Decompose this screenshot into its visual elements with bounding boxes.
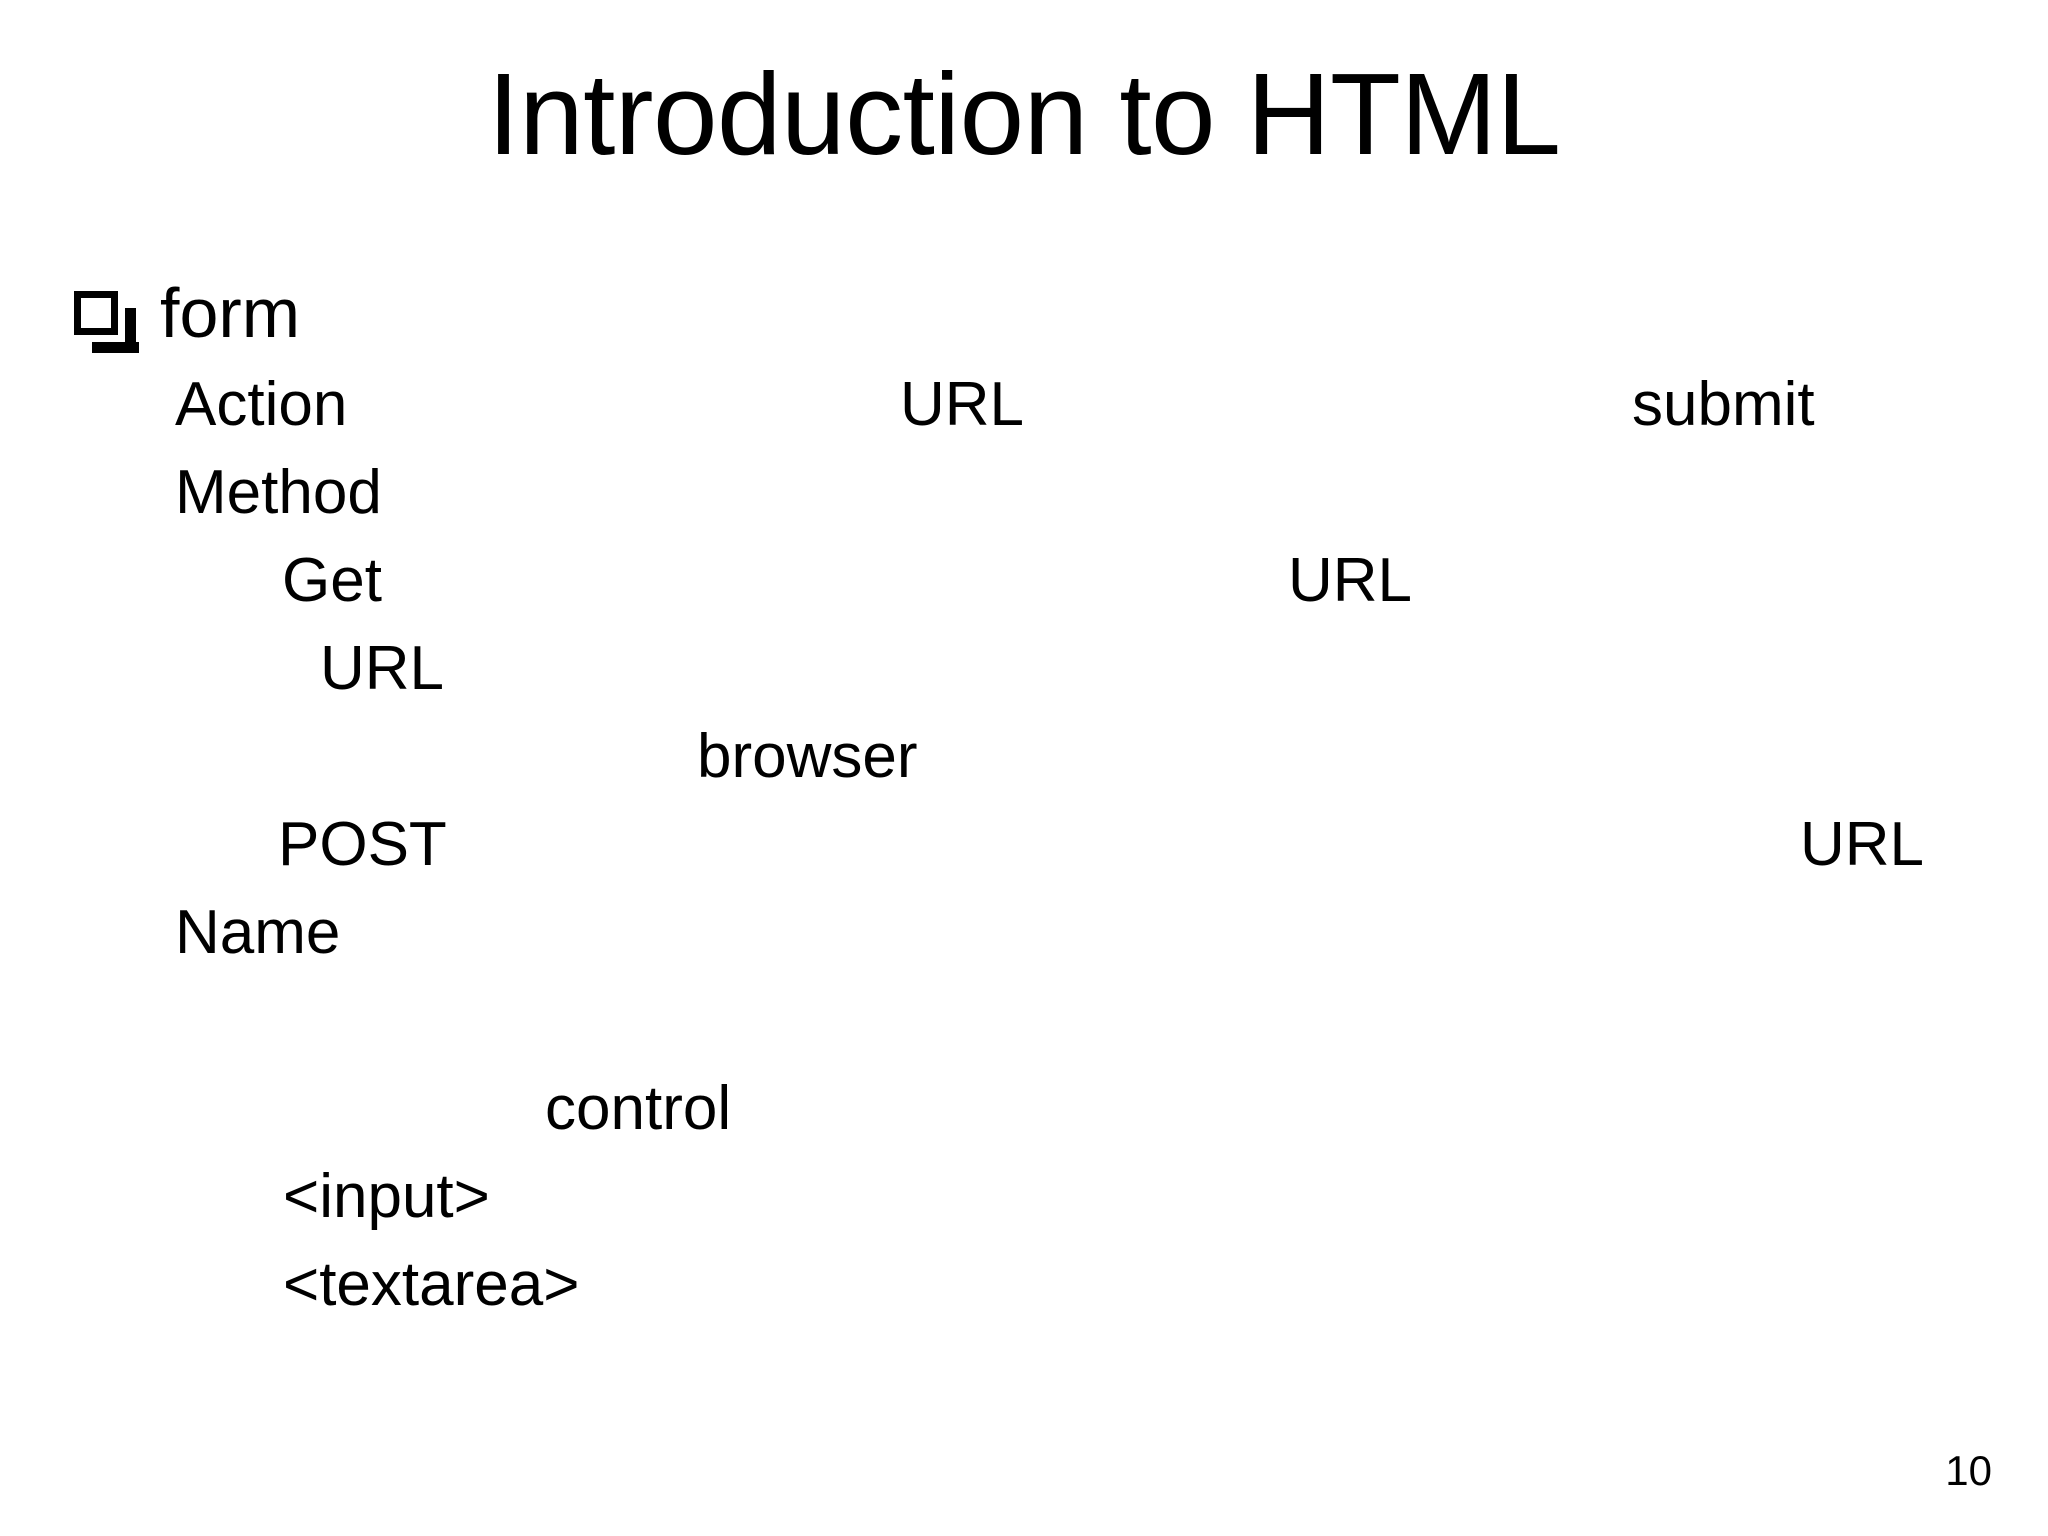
body-line-post: POST URL <box>0 801 2048 889</box>
text-segment: Action <box>175 370 348 439</box>
text-segment: control <box>545 1074 732 1143</box>
body-line-blank <box>0 977 2048 1065</box>
text-segment: URL <box>320 634 445 703</box>
body-line-get: Get URL <box>0 537 2048 625</box>
body-line-input-tag: <input> <box>0 1153 2048 1241</box>
text-segment: submit <box>1632 370 1815 439</box>
text-segment: URL <box>900 370 1025 439</box>
text-segment: <input> <box>283 1162 490 1231</box>
body-line-get-url: URL <box>0 625 2048 713</box>
text-segment: POST <box>278 810 447 879</box>
hollow-square-shadow-bullet-icon <box>74 291 139 353</box>
body-line-method: Method <box>0 449 2048 537</box>
body-line-name: Name <box>0 889 2048 977</box>
text-segment: <textarea> <box>283 1250 580 1319</box>
text-segment: URL <box>1800 810 1925 879</box>
text-segment: Get <box>282 546 382 615</box>
body-line-control: control <box>0 1065 2048 1153</box>
body-line-form: form <box>0 265 2048 361</box>
body-line-action: Action URL submit <box>0 361 2048 449</box>
page-number: 10 <box>1945 1447 1992 1494</box>
text-segment: browser <box>697 722 918 791</box>
page-title: Introduction to HTML <box>487 49 1561 179</box>
body-line-textarea-tag: <textarea> <box>0 1241 2048 1329</box>
text-segment: Name <box>175 898 341 967</box>
text-segment: form <box>160 274 300 352</box>
text-segment: Method <box>175 458 382 527</box>
body-line-browser: browser <box>0 713 2048 801</box>
text-segment: URL <box>1288 546 1413 615</box>
